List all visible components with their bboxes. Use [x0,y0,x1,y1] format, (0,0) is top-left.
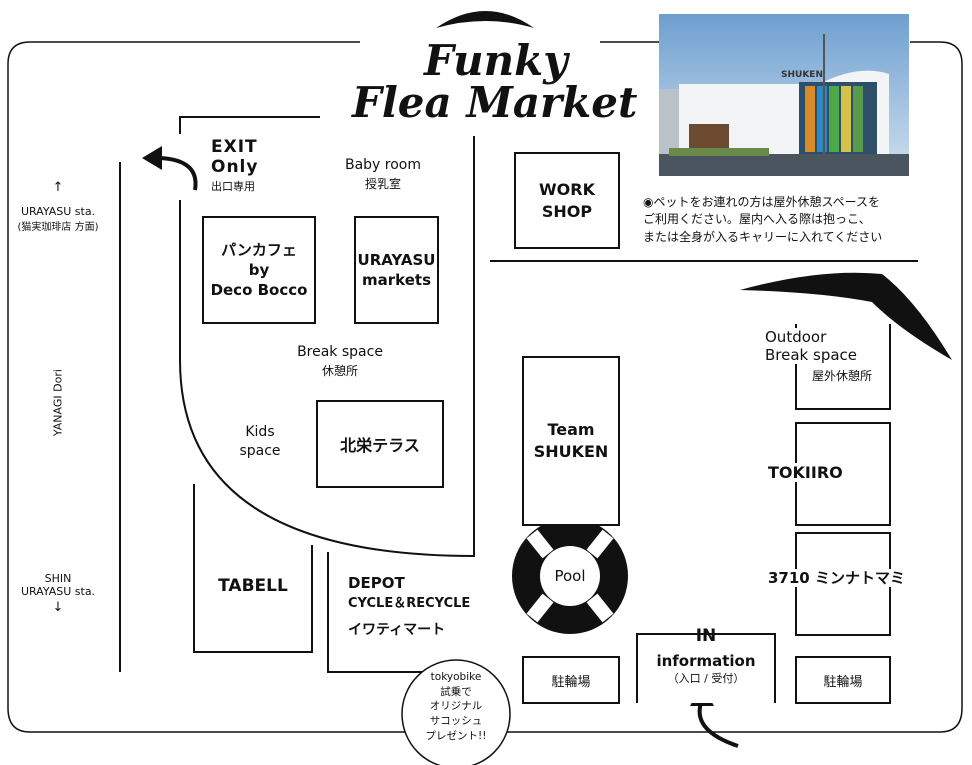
building-photo: SHUKEN [659,14,909,176]
break-space-label-ja: 休憩所 [321,364,358,378]
photo-sign: SHUKEN [781,70,823,80]
booth-tokiiro-label: TOKIIRO [768,463,843,483]
depot-iwate-label: イワティマート [348,622,446,638]
baby-room-label-ja: 授乳室 [364,177,401,191]
tokyobike-circle [401,659,511,765]
title-line1: Funky [424,36,568,85]
south-arrow-icon: ↓ [52,600,64,615]
depot-cycle-label: CYCLE＆RECYCLE [348,596,471,611]
entrance-information[interactable] [636,633,776,703]
booth-hokuei-terrace[interactable]: 北栄テラス [316,400,444,488]
bike-parking-left-label: 駐輪場 [551,674,591,690]
booth-minato-label: 3710 ミンナトマミ [768,569,905,587]
booth-team-shuken-label: Team SHUKEN [533,420,609,461]
title-line2: Flea Market [352,78,638,127]
north-arrow-icon: ↑ [52,180,64,195]
depot-label: DEPOT [348,574,405,592]
outdoor-roof-icon [740,272,952,360]
entrance-arrow-icon [697,699,739,748]
outdoor-break-label: Outdoor Break space [765,328,858,364]
booth-tabell-label: TABELL [218,576,288,596]
booth-urayasu-markets-label: URAYASU markets [357,250,436,289]
baby-room-label: Baby room [344,157,422,173]
outdoor-break-area[interactable] [795,324,891,410]
tokyobike-note: tokyobike 試乗で オリジナル サコッシュ プレゼント!! [425,671,487,742]
exit-label-ja: 出口専用 [211,180,255,193]
outdoor-break-label-ja: 屋外休憩所 [812,369,873,383]
street-label: YANAGI Dori [51,369,65,437]
booth-urayasu-markets[interactable]: URAYASU markets [354,216,439,324]
entrance-in-label: IN [695,626,717,646]
booth-work-shop-label: WORK SHOP [539,179,595,221]
exit-arrow-icon [159,156,198,191]
pool-ring-icon [512,518,628,634]
booth-hokuei-terrace-label: 北栄テラス [340,436,420,455]
pet-notice: ◉ペットをお連れの方は屋外休憩スペースを ご利用ください。屋内へ入る際は抱っこ、… [643,195,883,244]
break-space-label: Break space [297,344,383,360]
bike-parking-right-label: 駐輪場 [823,674,863,690]
roof-icon [436,11,534,28]
pool-label: Pool [554,567,586,585]
entrance-info-label: information [656,652,756,670]
booth-pancafe-label: パンカフェ by Deco Bocco [210,240,308,300]
kids-space-label: Kids space [239,424,281,459]
booth-team-shuken[interactable]: Team SHUKEN [522,356,620,526]
booth-work-shop[interactable]: WORK SHOP [514,152,620,249]
entrance-info-sub: （入口 / 受付） [667,672,745,685]
bike-parking-right: 駐輪場 [795,656,891,704]
north-station-sub: (猫実珈琲店 方面) [17,222,99,233]
north-station: URAYASU sta. [20,205,96,218]
booth-pancafe[interactable]: パンカフェ by Deco Bocco [202,216,316,324]
exit-label: EXIT Only [211,137,259,178]
south-station: SHIN URAYASU sta. [20,572,96,599]
bike-parking-left: 駐輪場 [522,656,620,704]
